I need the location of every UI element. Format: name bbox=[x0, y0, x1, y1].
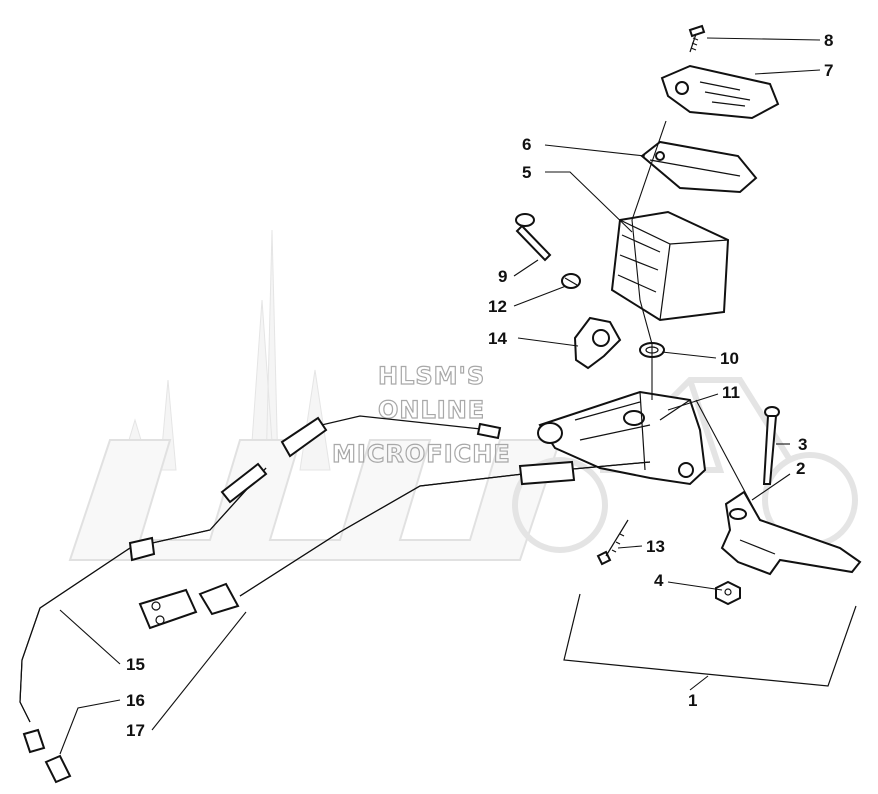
callout-3: 3 bbox=[798, 435, 807, 454]
part-7-reservoir-cover bbox=[660, 64, 780, 120]
callout-9: 9 bbox=[498, 267, 507, 286]
watermark-text-line1: HLSM'S bbox=[378, 362, 485, 390]
callout-4: 4 bbox=[654, 571, 664, 590]
part-4-nut bbox=[715, 580, 741, 606]
callout-16: 16 bbox=[126, 691, 145, 710]
part-8-screw bbox=[688, 24, 706, 53]
part-14-handlebar-clamp bbox=[573, 316, 622, 370]
watermark-logo bbox=[68, 229, 858, 561]
watermark-wheel-rear bbox=[512, 457, 608, 553]
callout-17: 17 bbox=[126, 721, 145, 740]
callout-10: 10 bbox=[720, 349, 739, 368]
part-11-master-cylinder bbox=[537, 390, 707, 486]
callout-12: 12 bbox=[488, 297, 507, 316]
leader-lines bbox=[59, 37, 821, 755]
part-12-lock-washer bbox=[561, 273, 581, 289]
callout-14: 14 bbox=[488, 329, 507, 348]
part-16-banjo-fitting bbox=[44, 754, 72, 784]
callout-2: 2 bbox=[796, 459, 805, 478]
callout-5: 5 bbox=[522, 163, 531, 182]
part-5-reservoir-body bbox=[610, 210, 730, 322]
callout-13: 13 bbox=[646, 537, 665, 556]
part-13-screw bbox=[596, 519, 629, 566]
assembly-bracket-1 bbox=[563, 593, 857, 687]
callout-7: 7 bbox=[824, 61, 833, 80]
callout-8: 8 bbox=[824, 31, 833, 50]
callout-15: 15 bbox=[126, 655, 145, 674]
watermark-letter-band bbox=[68, 439, 562, 561]
callout-11: 11 bbox=[722, 383, 740, 402]
part-15-brake-hose bbox=[19, 415, 502, 754]
part-9-bolt bbox=[515, 213, 552, 262]
part-6-diaphragm bbox=[640, 140, 758, 194]
callout-1: 1 bbox=[688, 691, 697, 710]
part-17-brake-switch-cable bbox=[138, 460, 651, 630]
watermark-text-line3: MICROFICHE bbox=[332, 440, 511, 468]
callout-labels: 1 2 3 4 5 6 7 8 9 10 11 12 13 14 15 16 1… bbox=[126, 31, 833, 740]
callout-6: 6 bbox=[522, 135, 531, 154]
part-3-pivot-bolt bbox=[762, 406, 780, 485]
